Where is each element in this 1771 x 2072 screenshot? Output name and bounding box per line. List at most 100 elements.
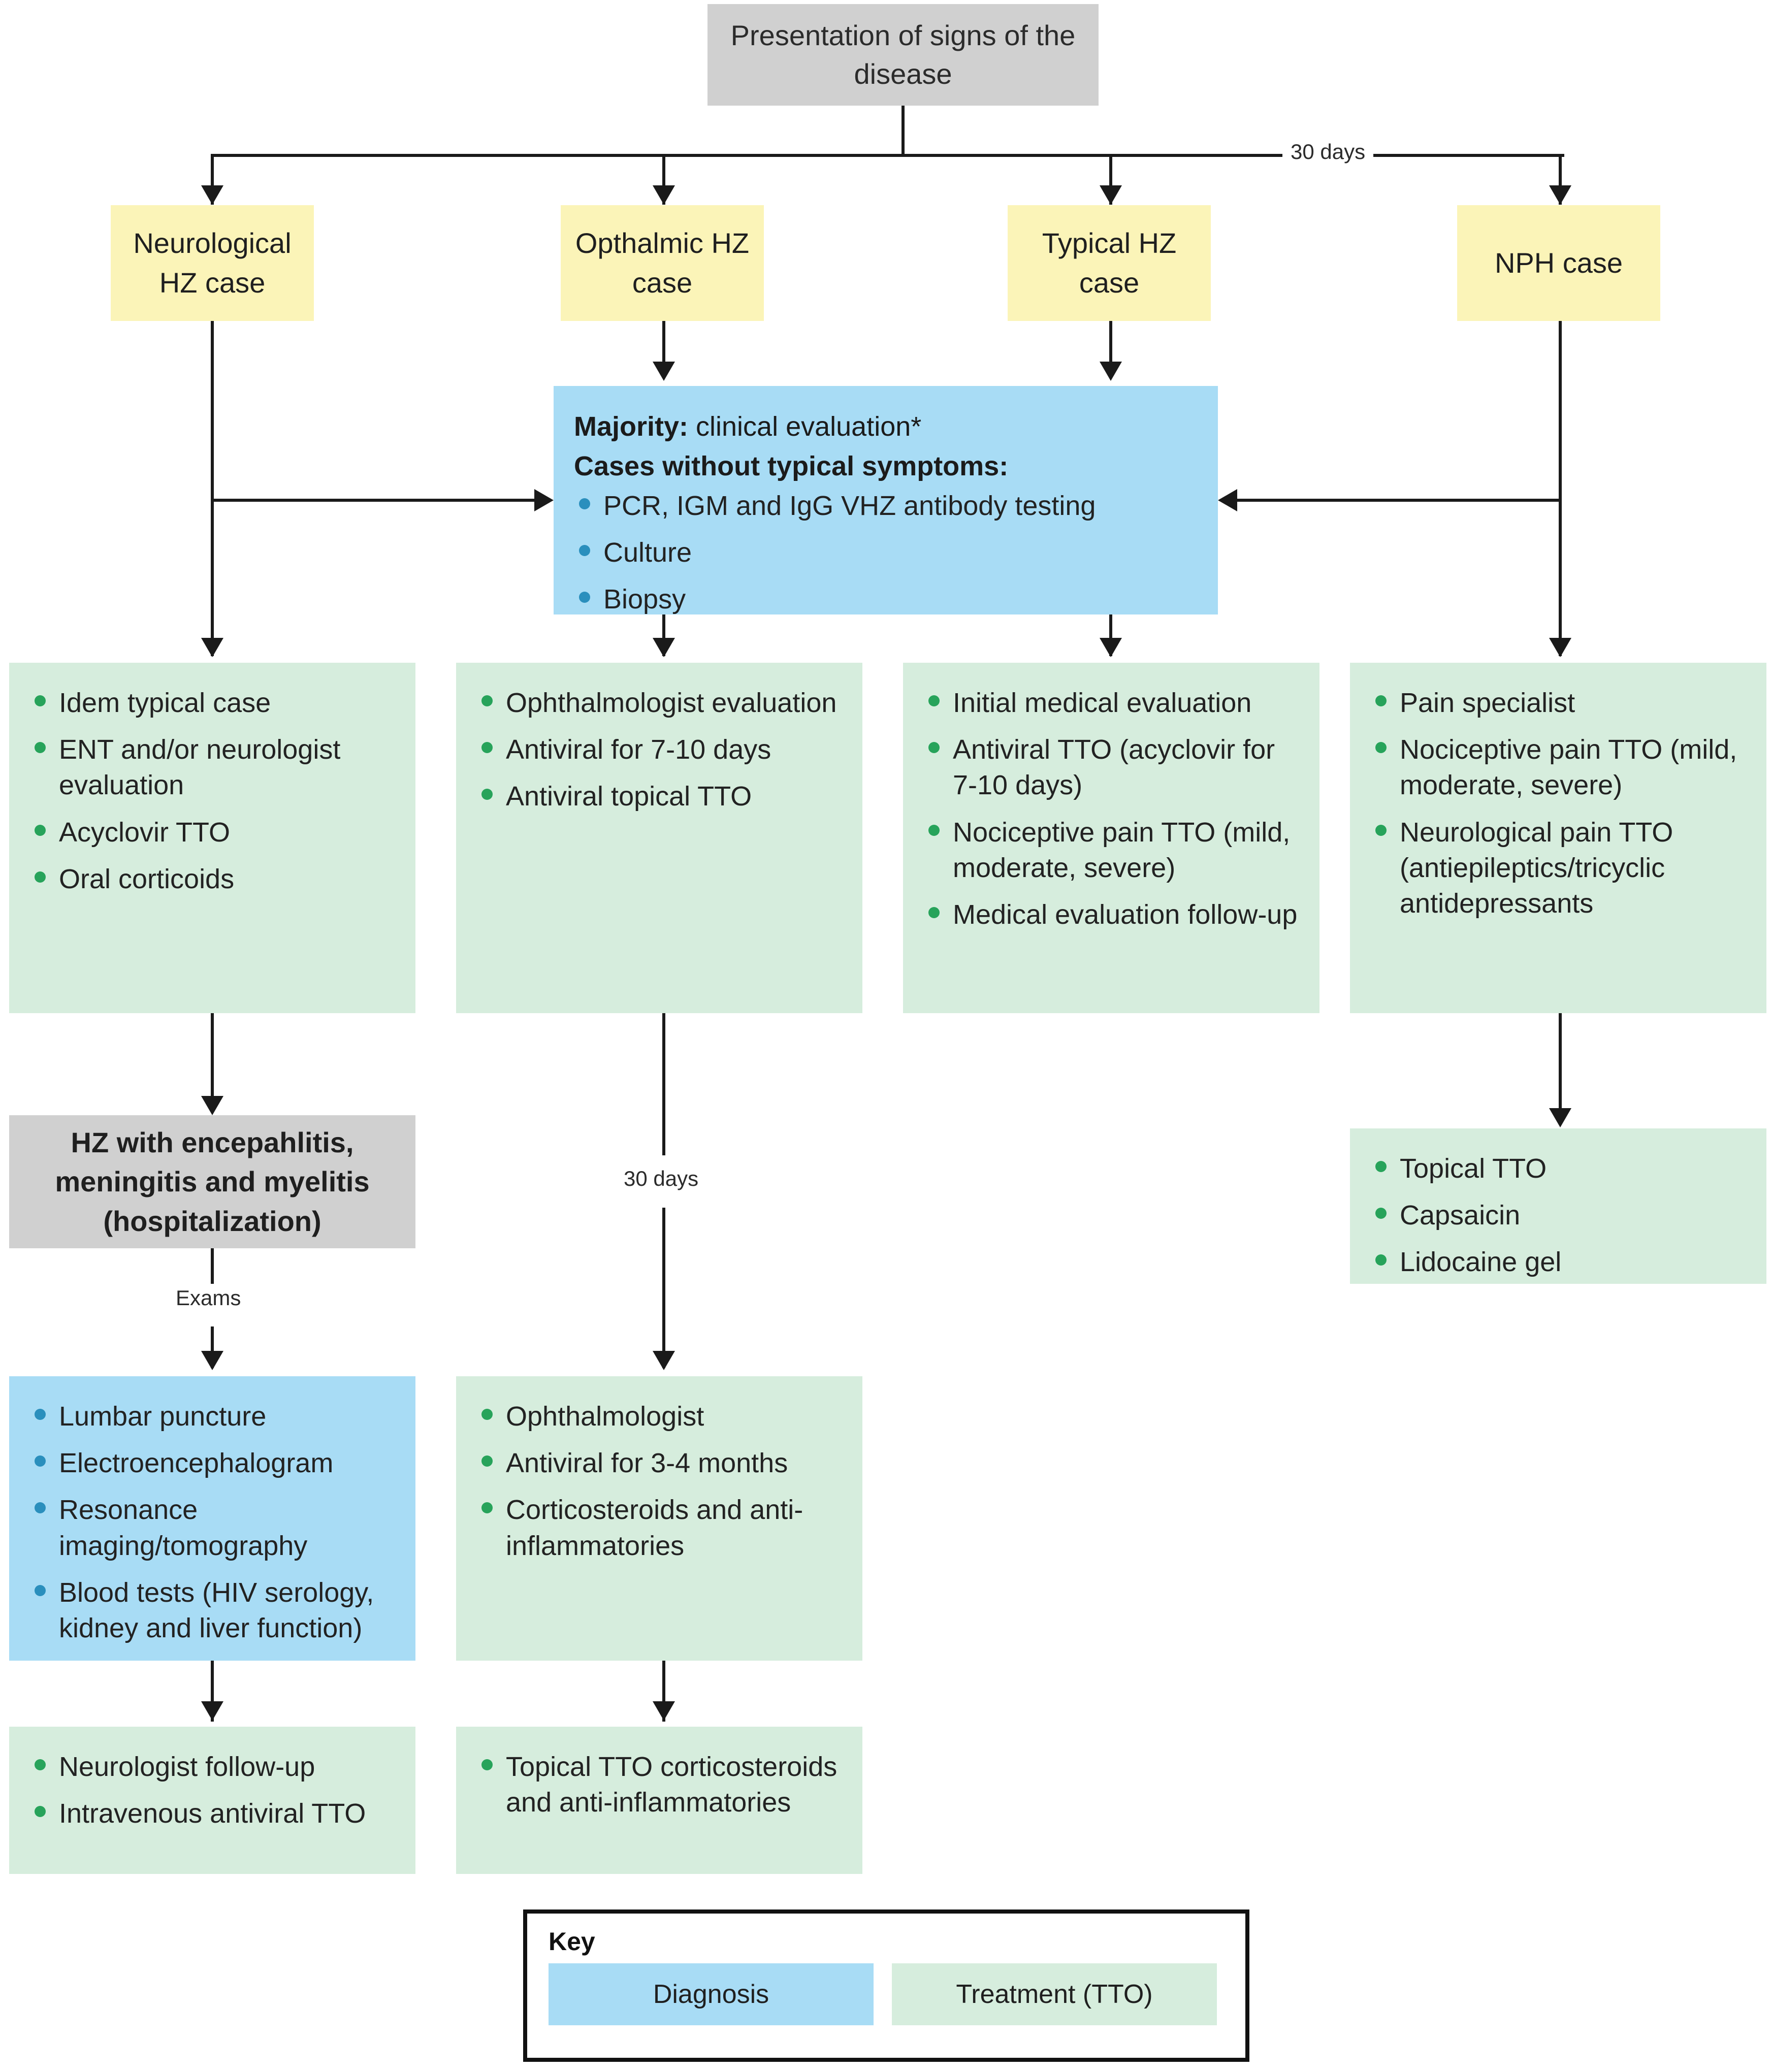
- node-presentation-label: Presentation of signs of the disease: [730, 19, 1076, 90]
- node-nph-topical: Topical TTO Capsaicin Lidocaine gel: [1350, 1128, 1766, 1284]
- node-ophthalmic-final: Topical TTO corticosteroids and anti-inf…: [456, 1727, 862, 1874]
- arrow-down-exams: [201, 1351, 223, 1370]
- list-item: Idem typical case: [29, 685, 395, 721]
- connector-nph-to-topical: [1559, 1013, 1562, 1125]
- arrow-down-typical: [1100, 185, 1122, 205]
- node-treatment-nph: Pain specialist Nociceptive pain TTO (mi…: [1350, 663, 1766, 1013]
- connector-root-bus: [211, 154, 1564, 157]
- list-item: Ophthalmologist evaluation: [476, 685, 842, 721]
- node-hospitalization-label: HZ with encepahlitis, meningitis and mye…: [55, 1126, 370, 1237]
- node-case-neurological: Neurological HZ case: [111, 205, 314, 321]
- treatment-typical-list: Initial medical evaluation Antiviral TTO…: [923, 685, 1299, 932]
- list-item: Topical TTO: [1370, 1151, 1746, 1186]
- list-item: Lumbar puncture: [29, 1399, 395, 1434]
- edge-label-top-30-days: 30 days: [1282, 140, 1374, 164]
- connector-hospitalization-stem-upper: [211, 1248, 214, 1284]
- list-item: Acyclovir TTO: [29, 815, 395, 850]
- node-diagnosis: Majority: clinical evaluation* Cases wit…: [554, 386, 1218, 614]
- edge-label-ophthalmic-30-days: 30 days: [616, 1167, 707, 1191]
- list-item: Blood tests (HIV serology, kidney and li…: [29, 1575, 395, 1646]
- arrow-left-into-diagnosis: [1218, 489, 1237, 511]
- diagnosis-atypical-line: Cases without typical symptoms:: [574, 448, 1198, 484]
- diagnosis-majority-value: clinical evaluation*: [688, 411, 922, 442]
- arrow-down-ophthalmic: [653, 185, 675, 205]
- connector-nph-to-diagnosis: [1237, 499, 1560, 502]
- connector-ophthalmic-stem-lower: [662, 1208, 665, 1368]
- list-item: PCR, IGM and IgG VHZ antibody testing: [574, 488, 1198, 524]
- connector-root-stem: [901, 106, 905, 155]
- node-case-typical-label: Typical HZ case: [1042, 226, 1177, 299]
- node-hospitalization: HZ with encepahlitis, meningitis and mye…: [9, 1115, 415, 1248]
- node-case-nph-label: NPH case: [1494, 246, 1623, 279]
- list-item: Capsaicin: [1370, 1197, 1746, 1233]
- connector-hospitalization-stem-lower: [211, 1326, 214, 1368]
- list-item: Intravenous antiviral TTO: [29, 1796, 395, 1831]
- list-item: Biopsy: [574, 581, 1198, 617]
- diagnosis-list: PCR, IGM and IgG VHZ antibody testing Cu…: [574, 488, 1198, 618]
- list-item: Nociceptive pain TTO (mild, moderate, se…: [923, 815, 1299, 886]
- list-item: Electroencephalogram: [29, 1445, 395, 1481]
- node-case-typical: Typical HZ case: [1008, 205, 1211, 321]
- nph-topical-list: Topical TTO Capsaicin Lidocaine gel: [1370, 1151, 1746, 1280]
- diagnosis-majority-label: Majority:: [574, 411, 689, 442]
- connector-drop-neurological: [211, 154, 214, 205]
- node-exams: Lumbar puncture Electroencephalogram Res…: [9, 1376, 415, 1661]
- connector-typical-to-diagnosis: [1109, 321, 1112, 367]
- list-item: Corticosteroids and anti-inflammatories: [476, 1492, 842, 1563]
- list-item: ENT and/or neurologist evaluation: [29, 732, 395, 803]
- connector-drop-ophthalmic: [662, 154, 665, 205]
- exams-list: Lumbar puncture Electroencephalogram Res…: [29, 1399, 395, 1646]
- list-item: Nociceptive pain TTO (mild, moderate, se…: [1370, 732, 1746, 803]
- list-item: Oral corticoids: [29, 861, 395, 897]
- connector-ophthalmic-to-diagnosis: [662, 321, 665, 367]
- key-legend: Key Diagnosis Treatment (TTO): [523, 1909, 1249, 2062]
- neuro-final-list: Neurologist follow-up Intravenous antivi…: [29, 1749, 395, 1831]
- arrow-down-neuro-final: [201, 1701, 223, 1721]
- arrow-down-nph: [1549, 185, 1571, 205]
- node-case-neurological-label: Neurological HZ case: [133, 226, 292, 299]
- key-swatch-diagnosis: Diagnosis: [549, 1963, 874, 2025]
- node-treatment-typical: Initial medical evaluation Antiviral TTO…: [903, 663, 1319, 1013]
- node-case-nph: NPH case: [1457, 205, 1660, 321]
- node-neuro-final: Neurologist follow-up Intravenous antivi…: [9, 1727, 415, 1874]
- arrow-down-ophthalmic-followup: [653, 1351, 675, 1370]
- key-swatch-treatment: Treatment (TTO): [892, 1963, 1217, 2025]
- connector-diagnosis-to-typical-treatment: [1109, 614, 1112, 656]
- connector-to-hospitalization: [211, 1013, 214, 1110]
- arrow-down-nph-treatment: [1549, 638, 1571, 657]
- connector-diagnosis-to-ophthalmic-treatment: [662, 614, 665, 656]
- list-item: Pain specialist: [1370, 685, 1746, 721]
- connector-nph-trunk: [1559, 321, 1562, 656]
- arrow-down-neurological-treatment: [201, 638, 223, 657]
- edge-label-exams: Exams: [168, 1286, 249, 1310]
- node-case-ophthalmic-label: Opthalmic HZ case: [575, 226, 750, 299]
- list-item: Topical TTO corticosteroids and anti-inf…: [476, 1749, 842, 1820]
- connector-ophthalmic-stem-upper: [662, 1013, 665, 1155]
- key-swatch-treatment-label: Treatment (TTO): [956, 1980, 1153, 2009]
- connector-ophthalmic-to-final: [662, 1661, 665, 1722]
- treatment-ophthalmic-list: Ophthalmologist evaluation Antiviral for…: [476, 685, 842, 815]
- list-item: Antiviral for 7-10 days: [476, 732, 842, 767]
- key-title: Key: [549, 1927, 595, 1956]
- arrow-down-ophthalmic-final: [653, 1701, 675, 1721]
- connector-neurological-trunk: [211, 321, 214, 656]
- node-presentation-of-signs: Presentation of signs of the disease: [707, 4, 1099, 106]
- node-case-ophthalmic: Opthalmic HZ case: [561, 205, 764, 321]
- arrow-down-ophthalmic-treatment: [653, 638, 675, 657]
- arrow-down-neurological: [201, 185, 223, 205]
- node-ophthalmic-followup: Ophthalmologist Antiviral for 3-4 months…: [456, 1376, 862, 1661]
- arrow-down-nph-topical: [1549, 1108, 1571, 1127]
- arrow-down-hospitalization: [201, 1096, 223, 1115]
- diagnosis-majority-line: Majority: clinical evaluation*: [574, 408, 1198, 445]
- ophthalmic-final-list: Topical TTO corticosteroids and anti-inf…: [476, 1749, 842, 1820]
- connector-drop-typical: [1109, 154, 1112, 205]
- arrow-right-into-diagnosis: [534, 489, 554, 511]
- key-swatch-diagnosis-label: Diagnosis: [653, 1980, 769, 2009]
- treatment-neurological-list: Idem typical case ENT and/or neurologist…: [29, 685, 395, 897]
- connector-drop-nph: [1559, 154, 1562, 205]
- list-item: Medical evaluation follow-up: [923, 897, 1299, 932]
- diagnosis-atypical-label: Cases without typical symptoms:: [574, 451, 1009, 482]
- list-item: Lidocaine gel: [1370, 1244, 1746, 1280]
- list-item: Antiviral topical TTO: [476, 779, 842, 814]
